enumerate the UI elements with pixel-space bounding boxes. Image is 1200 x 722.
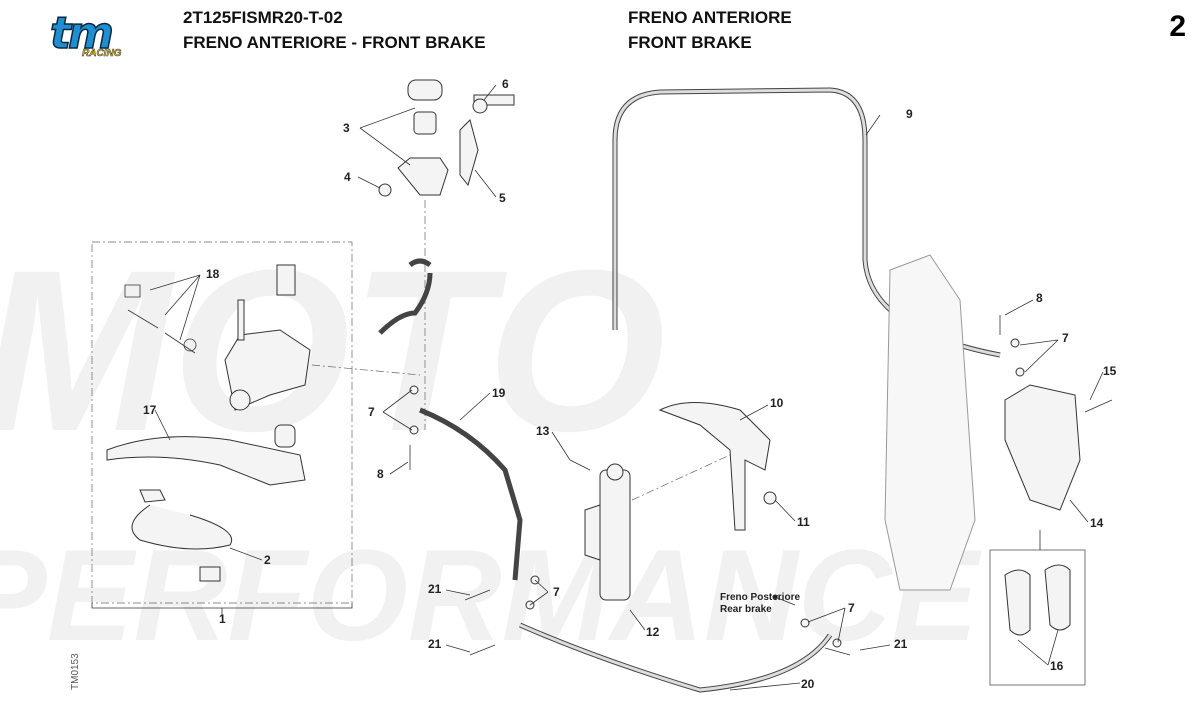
callout-2: 2	[264, 553, 271, 567]
note-rear-brake-it: Freno Posteriore	[720, 592, 800, 603]
reservoir-hose	[378, 258, 433, 335]
callout-9: 9	[906, 107, 913, 121]
brake-lever	[106, 436, 306, 486]
bracket-1	[91, 603, 353, 616]
caliper	[1004, 384, 1081, 511]
callout-7: 7	[848, 601, 855, 615]
callout-21: 21	[894, 637, 908, 651]
callout-5: 5	[499, 191, 506, 205]
callout-18: 18	[206, 267, 220, 281]
bracket-10	[658, 402, 771, 531]
callout-8: 8	[1036, 291, 1043, 305]
callouts: 6 3 4 5 9 18 8 7 15 17 10 19 7 13 8 11 1…	[143, 77, 1117, 691]
callout-1: 1	[219, 612, 226, 626]
distributor	[584, 463, 631, 601]
callout-15: 15	[1103, 364, 1117, 378]
callout-17: 17	[143, 403, 157, 417]
brake-pads	[1004, 564, 1071, 636]
pads-box	[989, 549, 1086, 686]
callout-16: 16	[1050, 659, 1064, 673]
reservoir	[378, 79, 515, 197]
brake-switch	[131, 489, 233, 550]
callout-19: 19	[492, 386, 506, 400]
callout-7: 7	[368, 405, 375, 419]
logo-subtext: RACING	[82, 48, 122, 60]
watermark-moto: MOTO	[0, 222, 666, 479]
watermark-performance: PERFORMANCE	[0, 522, 982, 668]
callout-3: 3	[343, 121, 350, 135]
diagram-code: 2T125FISMR20-T-02	[183, 8, 343, 27]
callout-6: 6	[502, 77, 509, 91]
callout-21: 21	[428, 582, 442, 596]
note-rear-brake-en: Rear brake	[720, 604, 772, 615]
callout-7: 7	[1062, 331, 1069, 345]
callout-14: 14	[1090, 516, 1104, 530]
title-italian: FRENO ANTERIORE	[628, 8, 792, 27]
page-number: 2	[1169, 10, 1186, 43]
callout-4: 4	[344, 170, 351, 184]
diagram-title: FRENO ANTERIORE - FRONT BRAKE	[183, 33, 486, 52]
tm-racing-logo: tm RACING	[22, 7, 132, 60]
callout-8: 8	[377, 467, 384, 481]
hose-19	[419, 407, 523, 581]
title-english: FRONT BRAKE	[628, 33, 752, 52]
side-code: TM0153	[70, 653, 81, 690]
rear-brake-arrow	[774, 596, 796, 606]
callout-11: 11	[797, 515, 810, 529]
callout-10: 10	[770, 396, 784, 410]
callout-7: 7	[553, 585, 560, 599]
callout-13: 13	[536, 424, 550, 438]
callout-12: 12	[646, 625, 660, 639]
bolts	[409, 315, 1113, 656]
fork-leg	[884, 254, 976, 591]
master-cylinder	[106, 264, 311, 582]
callout-20: 20	[801, 677, 815, 691]
logo-text: tm	[49, 7, 114, 60]
callout-21: 21	[428, 637, 442, 651]
